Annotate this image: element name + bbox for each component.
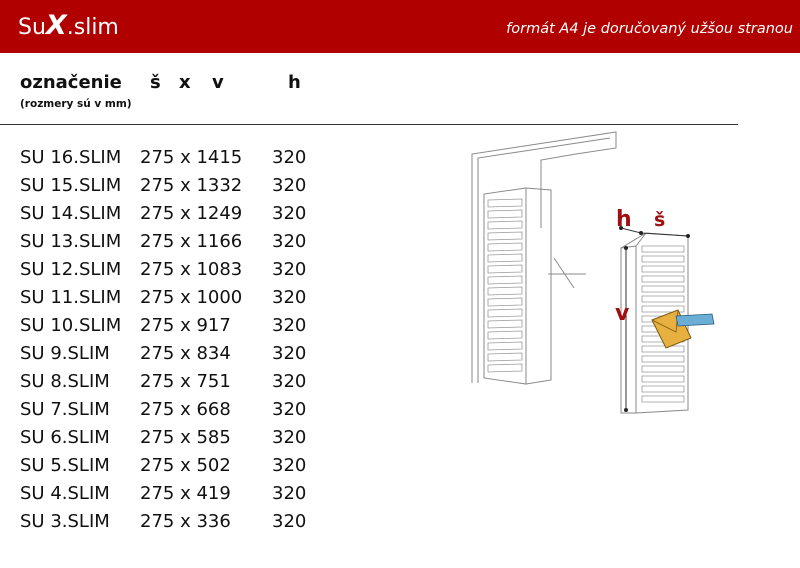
row-name: SU 4.SLIM — [20, 483, 110, 504]
row-name: SU 3.SLIM — [20, 511, 110, 532]
row-dimensions: 275 x 502 — [140, 455, 231, 476]
row-name: SU 5.SLIM — [20, 455, 110, 476]
row-depth: 320 — [272, 287, 307, 308]
row-dimensions: 275 x 1000 — [140, 287, 243, 308]
brand-logo: SuX.slim — [18, 12, 119, 42]
header-x: x — [179, 72, 191, 93]
row-name: SU 15.SLIM — [20, 175, 122, 196]
row-dimensions: 275 x 751 — [140, 371, 231, 392]
units-note: (rozmery sú v mm) — [20, 98, 132, 110]
row-depth: 320 — [272, 231, 307, 252]
row-depth: 320 — [272, 427, 307, 448]
row-dimensions: 275 x 336 — [140, 511, 231, 532]
row-dimensions: 275 x 1083 — [140, 259, 243, 280]
row-depth: 320 — [272, 147, 307, 168]
row-dimensions: 275 x 419 — [140, 483, 231, 504]
row-name: SU 12.SLIM — [20, 259, 122, 280]
table-row: SU 3.SLIM 275 x 336 320 — [0, 510, 340, 538]
table-row: SU 16.SLIM 275 x 1415 320 — [0, 146, 340, 174]
row-name: SU 16.SLIM — [20, 147, 122, 168]
table-row: SU 6.SLIM 275 x 585 320 — [0, 426, 340, 454]
tagline: formát A4 je doručovaný užšou stranou — [506, 21, 793, 37]
row-depth: 320 — [272, 175, 307, 196]
row-dimensions: 275 x 1166 — [140, 231, 243, 252]
header-v: v — [212, 72, 224, 93]
row-depth: 320 — [272, 455, 307, 476]
row-depth: 320 — [272, 343, 307, 364]
table-row: SU 7.SLIM 275 x 668 320 — [0, 398, 340, 426]
brand-x: X — [45, 10, 67, 41]
mailbox-illustration: h š v — [466, 128, 746, 428]
dimension-list: SU 16.SLIM 275 x 1415 320 SU 15.SLIM 275 x 1… — [0, 146, 340, 538]
header-name: označenie — [20, 72, 122, 93]
header-divider — [0, 124, 738, 125]
row-dimensions: 275 x 917 — [140, 315, 231, 336]
header-h: h — [288, 72, 301, 93]
row-name: SU 10.SLIM — [20, 315, 122, 336]
header-bar: SuX.slim formát A4 je doručovaný užšou s… — [0, 0, 800, 53]
label-h: h — [616, 207, 632, 232]
table-row: SU 14.SLIM 275 x 1249 320 — [0, 202, 340, 230]
row-name: SU 8.SLIM — [20, 371, 110, 392]
row-name: SU 14.SLIM — [20, 203, 122, 224]
row-name: SU 7.SLIM — [20, 399, 110, 420]
row-depth: 320 — [272, 483, 307, 504]
table-row: SU 9.SLIM 275 x 834 320 — [0, 342, 340, 370]
table-row: SU 8.SLIM 275 x 751 320 — [0, 370, 340, 398]
table-row: SU 5.SLIM 275 x 502 320 — [0, 454, 340, 482]
row-dimensions: 275 x 585 — [140, 427, 231, 448]
brand-suffix: .slim — [66, 15, 119, 40]
label-s: š — [654, 209, 665, 231]
table-row: SU 15.SLIM 275 x 1332 320 — [0, 174, 340, 202]
row-depth: 320 — [272, 315, 307, 336]
card-icon — [675, 313, 715, 327]
row-name: SU 11.SLIM — [20, 287, 122, 308]
row-name: SU 6.SLIM — [20, 427, 110, 448]
row-dimensions: 275 x 1415 — [140, 147, 243, 168]
row-dimensions: 275 x 1249 — [140, 203, 243, 224]
row-depth: 320 — [272, 511, 307, 532]
header-s: š — [150, 72, 161, 93]
row-depth: 320 — [272, 399, 307, 420]
row-name: SU 13.SLIM — [20, 231, 122, 252]
table-row: SU 4.SLIM 275 x 419 320 — [0, 482, 340, 510]
table-row: SU 11.SLIM 275 x 1000 320 — [0, 286, 340, 314]
label-v: v — [615, 301, 630, 326]
table-row: SU 12.SLIM 275 x 1083 320 — [0, 258, 340, 286]
brand-prefix: Su — [18, 15, 46, 40]
row-depth: 320 — [272, 259, 307, 280]
table-row: SU 10.SLIM 275 x 917 320 — [0, 314, 340, 342]
row-dimensions: 275 x 668 — [140, 399, 231, 420]
row-dimensions: 275 x 1332 — [140, 175, 243, 196]
row-depth: 320 — [272, 203, 307, 224]
row-dimensions: 275 x 834 — [140, 343, 231, 364]
table-row: SU 13.SLIM 275 x 1166 320 — [0, 230, 340, 258]
mailbox-drawing: h š v — [471, 131, 715, 414]
row-depth: 320 — [272, 371, 307, 392]
row-name: SU 9.SLIM — [20, 343, 110, 364]
